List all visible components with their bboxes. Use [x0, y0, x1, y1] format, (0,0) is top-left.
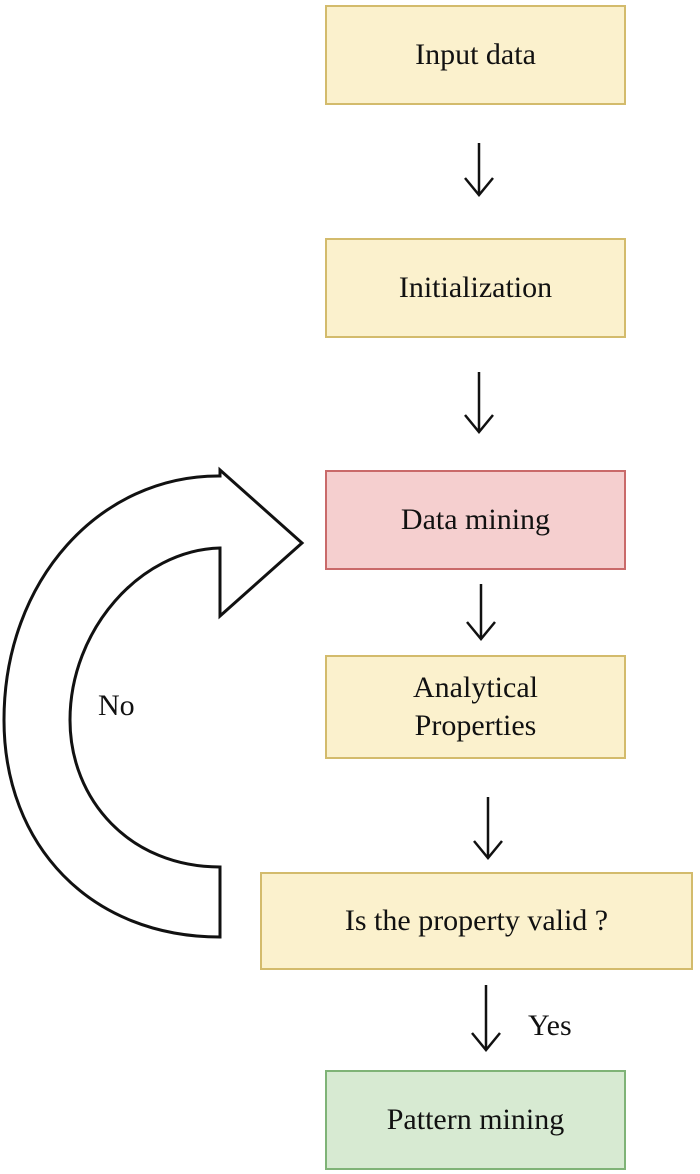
- step-data-mining: Data mining: [325, 470, 626, 570]
- step-pattern-mining: Pattern mining: [325, 1070, 626, 1170]
- step-analytical-line1: Analytical: [413, 671, 538, 704]
- arrow-init-to-mining: [464, 372, 494, 434]
- step-initialization: Initialization: [325, 238, 626, 338]
- branch-no-label: No: [98, 689, 135, 722]
- step-initialization-label: Initialization: [398, 271, 553, 304]
- decision-property-valid: Is the property valid ?: [260, 872, 693, 970]
- step-data-mining-label: Data mining: [400, 503, 551, 536]
- decision-property-valid-label: Is the property valid ?: [344, 904, 609, 937]
- branch-yes-label: Yes: [528, 1009, 572, 1042]
- step-input-data: Input data: [325, 5, 626, 105]
- step-pattern-mining-label: Pattern mining: [386, 1103, 565, 1136]
- arrow-decision-to-pattern-yes: [471, 985, 501, 1052]
- arrow-analytical-to-decision: [473, 797, 503, 860]
- step-input-data-label: Input data: [415, 38, 536, 71]
- arrow-input-to-init: [464, 143, 494, 197]
- step-analytical-line2: Properties: [414, 709, 537, 742]
- loop-back-no-arrow: [2, 466, 305, 939]
- step-analytical-properties-text: Analytical Properties: [413, 669, 538, 745]
- step-analytical-properties: Analytical Properties: [325, 655, 626, 759]
- arrow-mining-to-analytical: [466, 584, 496, 641]
